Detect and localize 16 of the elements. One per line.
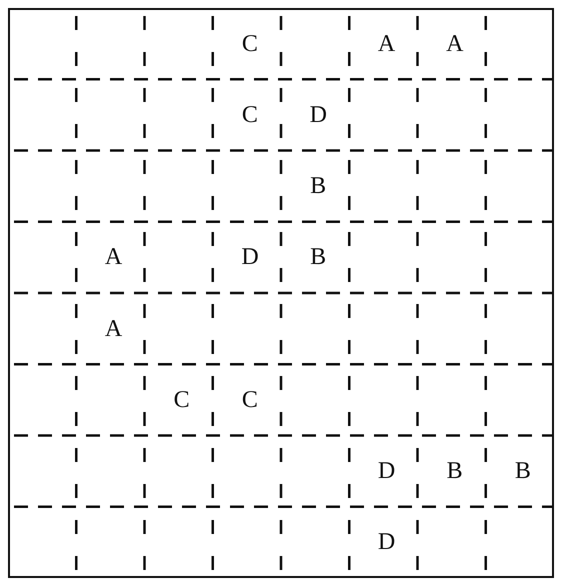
grid-letter: C xyxy=(242,102,258,127)
grid-letter: D xyxy=(378,530,396,554)
grid-letter: D xyxy=(310,102,327,127)
grid-letter: B xyxy=(446,459,463,484)
grid-letter: B xyxy=(310,245,326,270)
grid-letter: C xyxy=(242,32,258,56)
grid-letter: B xyxy=(514,459,531,484)
grid-letter: C xyxy=(174,388,190,412)
grid-letter: A xyxy=(104,245,122,270)
grid-letter: C xyxy=(242,388,258,412)
grid-letter: A xyxy=(104,316,122,341)
grid-letter: A xyxy=(446,32,464,56)
grid-letter: B xyxy=(310,174,326,198)
grid-letter: A xyxy=(378,32,396,56)
grid-letter: D xyxy=(241,245,259,270)
grid-letter: D xyxy=(378,459,396,484)
